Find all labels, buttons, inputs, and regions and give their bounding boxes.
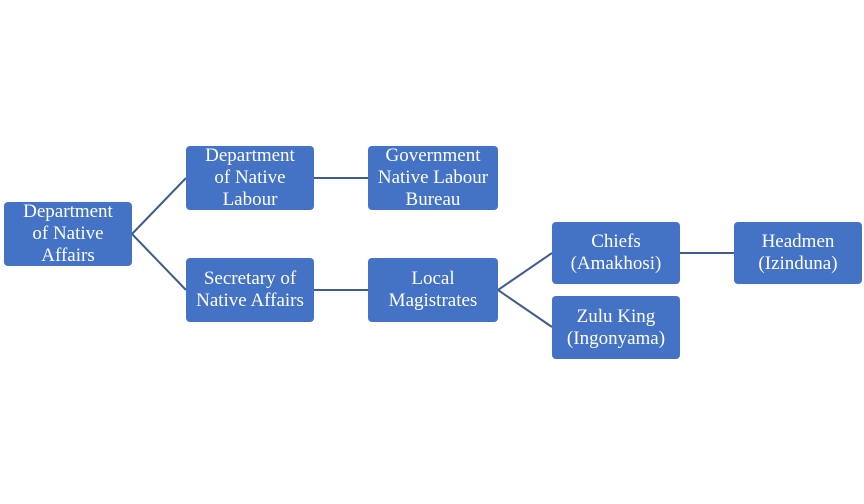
node-secretary-of-native-affairs: Secretary of Native Affairs	[186, 258, 314, 322]
node-government-native-labour-bureau: Government Native Labour Bureau	[368, 145, 498, 210]
node-label: Department of Native Labour	[205, 145, 295, 210]
connector-affairs-to-secretary	[131, 233, 187, 291]
connector-affairs-to-labour	[131, 177, 187, 235]
connector-magistrates-to-zulu-king	[497, 289, 553, 328]
node-local-magistrates: Local Magistrates	[368, 258, 498, 322]
node-zulu-king: Zulu King (Ingonyama)	[552, 296, 680, 359]
connector-magistrates-to-chiefs	[497, 252, 553, 291]
node-label: Zulu King (Ingonyama)	[566, 305, 666, 349]
node-department-of-native-affairs: Department of Native Affairs	[4, 201, 132, 266]
node-label: Government Native Labour Bureau	[377, 145, 489, 210]
node-label: Headmen (Izinduna)	[758, 231, 838, 274]
node-label: Chiefs (Amakhosi)	[570, 231, 662, 274]
node-label: Secretary of Native Affairs	[196, 268, 304, 311]
node-department-of-native-labour: Department of Native Labour	[186, 145, 314, 210]
node-chiefs: Chiefs (Amakhosi)	[552, 222, 680, 284]
node-label: Local Magistrates	[388, 268, 478, 311]
node-headmen: Headmen (Izinduna)	[734, 222, 862, 284]
node-label: Department of Native Affairs	[23, 201, 113, 266]
